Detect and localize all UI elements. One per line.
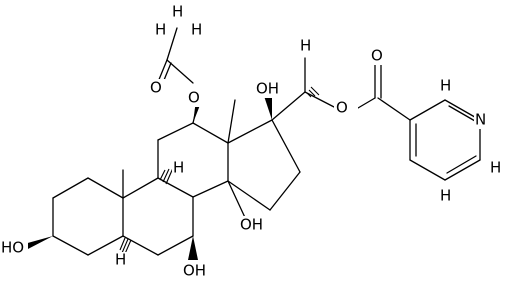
- stereo-hashes: [119, 86, 320, 257]
- hydrogen-label: H: [490, 159, 501, 177]
- explicit-hydrogen-labels: H H H H H H H: [155, 3, 501, 205]
- stereo-wedges: [24, 95, 272, 260]
- hydrogen-label: H: [173, 159, 184, 177]
- hydrogen-label: H: [440, 187, 451, 205]
- hydrogen-label: H: [440, 77, 451, 95]
- oxygen-label: O: [150, 79, 162, 97]
- hydrogen-label: H: [155, 21, 166, 39]
- hydrogen-label: H: [172, 3, 183, 21]
- hydrogen-label: H: [191, 21, 202, 39]
- bond-layer: [52, 27, 481, 256]
- nitrogen-label: N: [475, 111, 486, 129]
- hydrogen-label: H: [115, 251, 126, 269]
- hydroxyl-label: HO: [1, 239, 24, 257]
- hydroxyl-label: OH: [240, 216, 263, 234]
- hydrogen-label: H: [300, 37, 311, 55]
- hydroxyl-label: OH: [256, 80, 279, 98]
- oxygen-label: O: [188, 89, 200, 107]
- oxygen-label: O: [371, 47, 383, 65]
- hydroxyl-label: OH: [183, 262, 206, 280]
- atom-labels: O O O O OH HO OH OH N H H: [0, 47, 488, 280]
- oxygen-label: O: [336, 99, 348, 117]
